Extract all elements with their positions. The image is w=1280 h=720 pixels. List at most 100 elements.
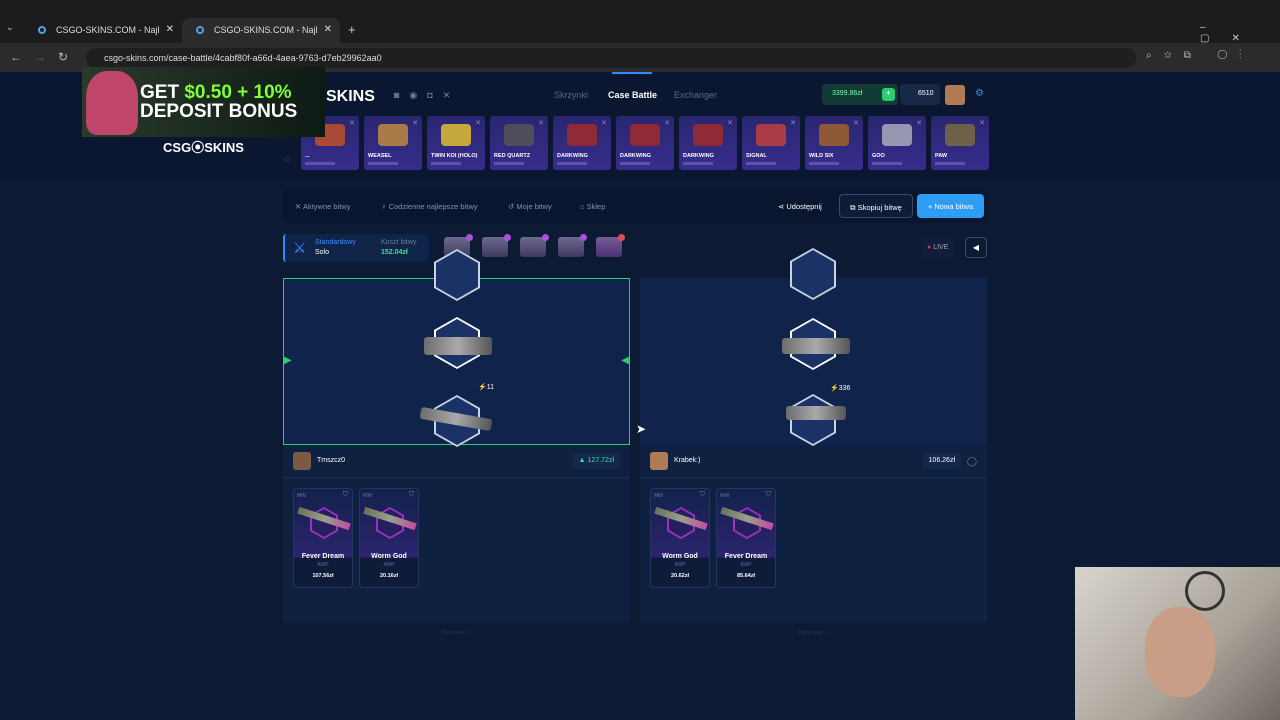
weapon-image xyxy=(504,124,534,146)
player-total: 106.26zł xyxy=(922,453,961,469)
live-drop-item[interactable]: ✕GOO xyxy=(868,116,926,170)
item-wear: WW xyxy=(720,493,730,499)
player-avatar[interactable] xyxy=(293,452,311,470)
pointer-left-icon: ▶ xyxy=(284,355,292,366)
streamer-face xyxy=(1145,607,1215,697)
coins-value: 6510 xyxy=(918,90,934,97)
url-input[interactable]: csgo-skins.com/case-battle/4cabf80f-a66d… xyxy=(86,48,1136,68)
weapon-image xyxy=(441,124,471,146)
drop-icon: ✕ xyxy=(979,120,985,127)
client-seed: Client seed: ... xyxy=(440,630,473,636)
player-avatar[interactable] xyxy=(650,452,668,470)
live-drop-item[interactable]: ✕WEASEL xyxy=(364,116,422,170)
nav-case-battle[interactable]: Case Battle xyxy=(608,90,658,100)
case-icon[interactable] xyxy=(482,234,511,257)
nav-exchanger[interactable]: Exchanger xyxy=(674,90,718,100)
deposit-button[interactable]: + xyxy=(882,88,895,101)
live-drop-item[interactable]: ✕DARKWING xyxy=(679,116,737,170)
weapon-image xyxy=(378,124,408,146)
live-drop-item[interactable]: ✕TWIN KOI (HOLO) xyxy=(427,116,485,170)
drop-icon: ✕ xyxy=(601,120,607,127)
browser-tab-active[interactable]: CSGO-SKINS.COM - Najlepsze ✕ xyxy=(182,18,340,43)
close-tab-icon[interactable]: ✕ xyxy=(323,24,332,35)
battle-type: Solo xyxy=(315,249,330,256)
item-name: Fever Dream xyxy=(724,553,768,560)
favorite-star-icon[interactable]: ☆ xyxy=(283,154,292,164)
player-row: Tmszcz0 ▲ 127.72zł xyxy=(283,445,630,478)
case-icon[interactable] xyxy=(520,234,549,257)
drop-name: TWIN KOI (HOLO) xyxy=(431,153,478,159)
drop-subtext xyxy=(494,162,524,165)
case-icon[interactable] xyxy=(596,234,625,257)
tab-shop[interactable]: ⌂ Sklep xyxy=(580,202,606,211)
settings-gear-icon[interactable]: ⚙ xyxy=(975,88,984,99)
live-drop-item[interactable]: ✕SIGNAL xyxy=(742,116,800,170)
drop-icon: ✕ xyxy=(727,120,733,127)
case-icon[interactable] xyxy=(558,234,587,257)
weapon-image xyxy=(945,124,975,146)
drop-subtext xyxy=(305,162,335,165)
favicon-icon xyxy=(196,26,204,34)
browser-tab[interactable]: CSGO-SKINS.COM - Najlepsze✕ xyxy=(24,18,182,43)
live-badge: ● LIVE xyxy=(922,239,954,257)
drop-name: SIGNAL xyxy=(746,153,767,159)
nav-skrzynki[interactable]: Skrzynki xyxy=(554,90,589,100)
wall-clock xyxy=(1185,571,1225,611)
drop-subtext xyxy=(368,162,398,165)
drop-subtext xyxy=(683,162,713,165)
copy-battle-button[interactable]: ⧉ Skopiuj bitwę xyxy=(839,194,913,218)
live-drop-item[interactable]: ✕ DARKWING xyxy=(616,116,674,170)
battle-mode: Standardowy xyxy=(315,239,356,246)
live-drop-item[interactable]: ✕DARKWING xyxy=(553,116,611,170)
tab-my-battles[interactable]: ↺ Moje bitwy xyxy=(508,202,552,211)
spinner-reel: ⚡11 ▶ ◀ xyxy=(283,249,630,447)
social-icons[interactable]: ◙◉◘✕ xyxy=(394,90,461,100)
live-drop-item[interactable]: ✕PAW xyxy=(931,116,989,170)
active-nav-indicator xyxy=(612,72,652,74)
new-tab-icon[interactable]: + xyxy=(348,22,356,37)
player-name[interactable]: Krabek:) xyxy=(674,457,701,464)
ad-banner[interactable]: GET $0.50 + 10%DEPOSIT BONUS xyxy=(82,67,325,137)
favicon-icon xyxy=(38,26,46,34)
drop-icon: ✕ xyxy=(664,120,670,127)
weapon-image xyxy=(630,124,660,146)
ad-text: GET $0.50 + 10%DEPOSIT BONUS xyxy=(140,82,298,122)
live-drop-item[interactable]: ✕RED QUARTZ xyxy=(490,116,548,170)
tab-title: CSGO-SKINS.COM - Najlepsze xyxy=(214,25,318,35)
user-avatar[interactable] xyxy=(945,85,965,105)
balance-display[interactable]: 3399.86zł xyxy=(822,84,898,105)
spin-value: ⚡336 xyxy=(830,385,851,392)
window-controls[interactable]: –▢✕ xyxy=(1200,22,1262,44)
drop-name: RED QUARTZ xyxy=(494,153,531,159)
weapon-image xyxy=(819,124,849,146)
sound-toggle-button[interactable]: ◀ xyxy=(965,237,987,258)
player-name[interactable]: Tmszcz0 xyxy=(317,457,345,464)
close-tab-icon[interactable]: ✕ xyxy=(165,24,174,35)
tab-search-icon[interactable]: ⌄ xyxy=(6,22,14,32)
new-battle-button[interactable]: + Nowa bitwa xyxy=(917,194,984,218)
live-drop-item[interactable]: ✕WILD SIX xyxy=(805,116,863,170)
browser-actions-icon[interactable]: ⌕☆⧉ ◯⋮ xyxy=(1146,50,1254,61)
item-type: AWP xyxy=(317,562,329,568)
forward-icon[interactable]: → xyxy=(34,50,46,64)
weapon-image xyxy=(782,338,850,354)
drop-name: DARKWING xyxy=(620,153,651,159)
back-icon[interactable]: ← xyxy=(10,50,22,64)
item-name: Worm God xyxy=(662,553,698,560)
share-button[interactable]: ⋖ Udostępnij xyxy=(778,202,822,211)
tab-daily-best[interactable]: ♀ Codzienne najlepsze bitwy xyxy=(381,202,478,211)
case-icon[interactable] xyxy=(444,234,473,257)
reload-icon[interactable]: ↻ xyxy=(58,50,69,64)
site-logo[interactable]: SKINS xyxy=(326,88,375,105)
item-hex xyxy=(790,394,836,446)
tab-active-battles[interactable]: ✕ Aktywne bitwy xyxy=(295,202,351,211)
drop-subtext xyxy=(620,162,650,165)
ad-mascot-image xyxy=(86,71,138,135)
item-wear: WW xyxy=(363,493,373,499)
item-price: 107.56zł xyxy=(312,573,334,579)
